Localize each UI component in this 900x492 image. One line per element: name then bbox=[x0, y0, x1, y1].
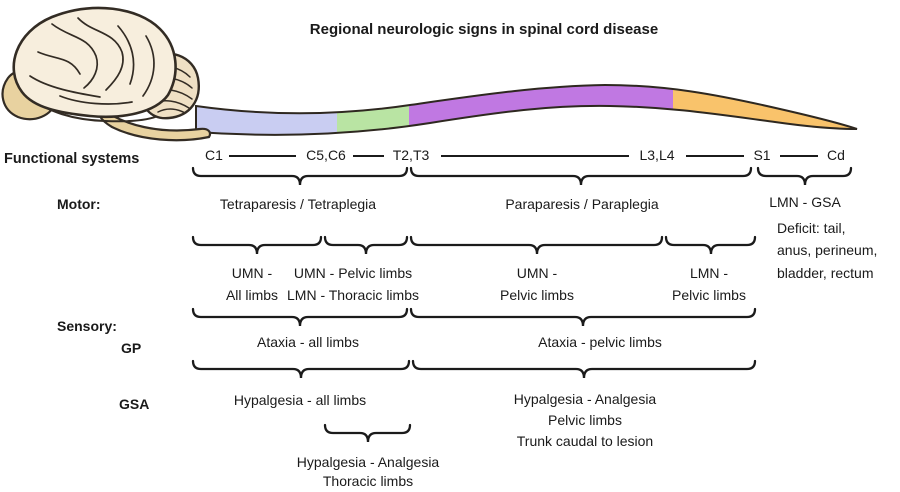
segment-label-s1: S1 bbox=[753, 147, 771, 163]
neuron-c1-c5: UMN - All limbs bbox=[226, 262, 278, 306]
brace-l4-s1 bbox=[664, 235, 757, 255]
neuron-c1-c5-line1: UMN - bbox=[231, 265, 273, 281]
gsa-thoracic-block: Hypalgesia - Analgesia Thoracic limbs bbox=[297, 453, 439, 491]
brace-thoracic bbox=[323, 423, 412, 443]
neuron-c1-c5-line2: All limbs bbox=[225, 287, 279, 303]
segment-label-t2t3: T2,T3 bbox=[392, 147, 430, 163]
gsa-label: GSA bbox=[119, 396, 150, 412]
brace-c1-c5 bbox=[191, 235, 323, 255]
brace-gsa-right bbox=[411, 359, 757, 379]
cerebrum bbox=[12, 6, 177, 118]
segment-label-l3l4: L3,L4 bbox=[639, 147, 675, 163]
brace-c1-t2 bbox=[191, 166, 409, 186]
brace-t3-l3 bbox=[409, 235, 664, 255]
gsa-thoracic-line2: Thoracic limbs bbox=[322, 473, 414, 489]
motor-tetraparesis: Tetraparesis / Tetraplegia bbox=[219, 196, 377, 212]
brain-illustration bbox=[1, 6, 212, 142]
cord-segment-caudal bbox=[673, 85, 857, 135]
gsa-right-line3: Trunk caudal to lesion bbox=[516, 433, 654, 449]
neuron-l4-s1-line2: Pelvic limbs bbox=[672, 287, 746, 303]
gp-ataxia-pelvic-limbs: Ataxia - pelvic limbs bbox=[538, 334, 662, 350]
gp-ataxia-all-limbs: Ataxia - all limbs bbox=[257, 334, 359, 350]
braces bbox=[191, 166, 853, 443]
neuron-l4-s1: LMN - Pelvic limbs bbox=[672, 262, 746, 306]
brace-s1-cd bbox=[756, 166, 853, 186]
neuron-c6-t2: UMN - Pelvic limbs LMN - Thoracic limbs bbox=[287, 262, 419, 306]
segment-label-c1: C1 bbox=[205, 147, 223, 163]
gsa-right-line2: Pelvic limbs bbox=[548, 412, 622, 428]
gp-label: GP bbox=[121, 340, 142, 356]
neuron-c6-t2-line1: UMN - Pelvic limbs bbox=[293, 265, 413, 281]
deficit-line-2: anus, perineum, bbox=[777, 242, 878, 259]
cord-segment-thoracolumbar bbox=[409, 85, 673, 135]
gsa-right-line1: Hypalgesia - Analgesia bbox=[513, 391, 657, 407]
gsa-right-block: Hypalgesia - Analgesia Pelvic limbs Trun… bbox=[514, 389, 656, 452]
neuron-l4-s1-line1: LMN - bbox=[689, 265, 729, 281]
brace-gp-right bbox=[409, 307, 757, 327]
neuron-t3-l3-line2: Pelvic limbs bbox=[500, 287, 574, 303]
motor-paraparesis: Paraparesis / Paraplegia bbox=[505, 196, 659, 212]
brace-gp-left bbox=[191, 307, 409, 327]
cord-segment-cervical bbox=[196, 85, 337, 135]
neuron-t3-l3-line1: UMN - bbox=[516, 265, 558, 281]
motor-label: Motor: bbox=[57, 196, 101, 212]
segment-label-c5c6: C5,C6 bbox=[306, 147, 346, 163]
gsa-thoracic-line1: Hypalgesia - Analgesia bbox=[296, 454, 440, 470]
deficit-line-1: Deficit: tail, bbox=[777, 220, 846, 236]
segment-label-cd: Cd bbox=[827, 147, 845, 163]
cord-outline bbox=[195, 83, 858, 136]
neuron-t3-l3: UMN - Pelvic limbs bbox=[500, 262, 574, 306]
brainstem bbox=[97, 106, 212, 142]
motor-lmn-gsa: LMN - GSA bbox=[769, 194, 841, 210]
gsa-hypalgesia-all-limbs: Hypalgesia - all limbs bbox=[233, 392, 367, 408]
cerebral-sulci bbox=[29, 17, 155, 105]
deficit-line-3: bladder, rectum bbox=[777, 264, 874, 281]
spinal-cord-illustration bbox=[195, 83, 858, 136]
sensory-label: Sensory: bbox=[57, 318, 117, 334]
brace-t3-s1 bbox=[409, 166, 753, 186]
diagram-title: Regional neurologic signs in spinal cord… bbox=[309, 21, 659, 38]
brace-gsa-left bbox=[191, 359, 411, 379]
lmn-gsa-deficit: Deficit: tail, anus, perineum, bladder, … bbox=[777, 217, 877, 284]
brace-c6-t2 bbox=[323, 235, 409, 255]
neuron-c6-t2-line2: LMN - Thoracic limbs bbox=[287, 287, 419, 303]
functional-systems-label: Functional systems bbox=[4, 151, 140, 167]
